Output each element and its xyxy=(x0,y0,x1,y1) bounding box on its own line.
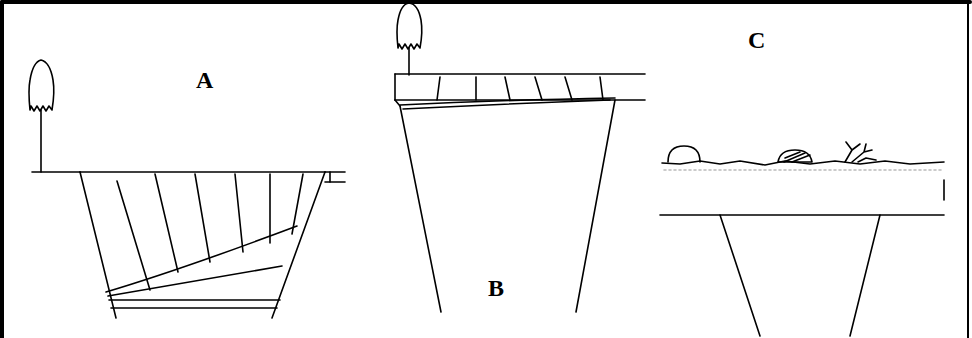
panel-letter: A xyxy=(196,68,213,92)
panel-a xyxy=(29,60,345,318)
panel-letter: B xyxy=(488,276,504,300)
panel-letter: C xyxy=(748,28,765,52)
panel-b xyxy=(395,3,645,312)
panel-c xyxy=(660,142,944,336)
